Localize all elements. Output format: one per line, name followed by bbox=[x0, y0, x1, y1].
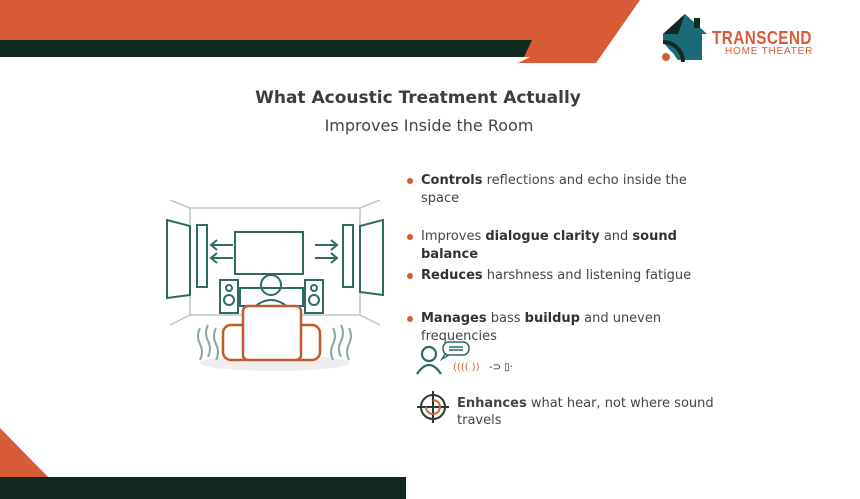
enhances-text: Enhances what hear, not where sound trav… bbox=[457, 396, 714, 428]
bullet-improves: Improves dialogue clarity and sound bala… bbox=[407, 228, 727, 264]
bullet-reduces: Reduces harshness and listening fatigue bbox=[407, 267, 727, 285]
brand-subtitle: HOME THEATER bbox=[725, 46, 814, 57]
svg-text:-⊃ ▯·: -⊃ ▯· bbox=[489, 362, 513, 373]
svg-text:(((( )): (((( )) bbox=[453, 362, 480, 373]
home-theater-room-illustration bbox=[166, 200, 384, 371]
house-wifi-logo-icon bbox=[662, 14, 707, 63]
page-subtitle: Improves Inside the Room bbox=[324, 116, 534, 135]
page-title: What Acoustic Treatment Actually bbox=[255, 88, 581, 108]
target-icon bbox=[417, 391, 449, 423]
person-speech-sound-icon: (((( )) -⊃ ▯· bbox=[416, 341, 513, 375]
bullet-controls: Controls reflections and echo inside the… bbox=[407, 172, 727, 208]
bullet-manages: Manages bass buildup and uneven frequenc… bbox=[407, 310, 727, 346]
brand-name: TRANSCEND bbox=[712, 28, 812, 48]
